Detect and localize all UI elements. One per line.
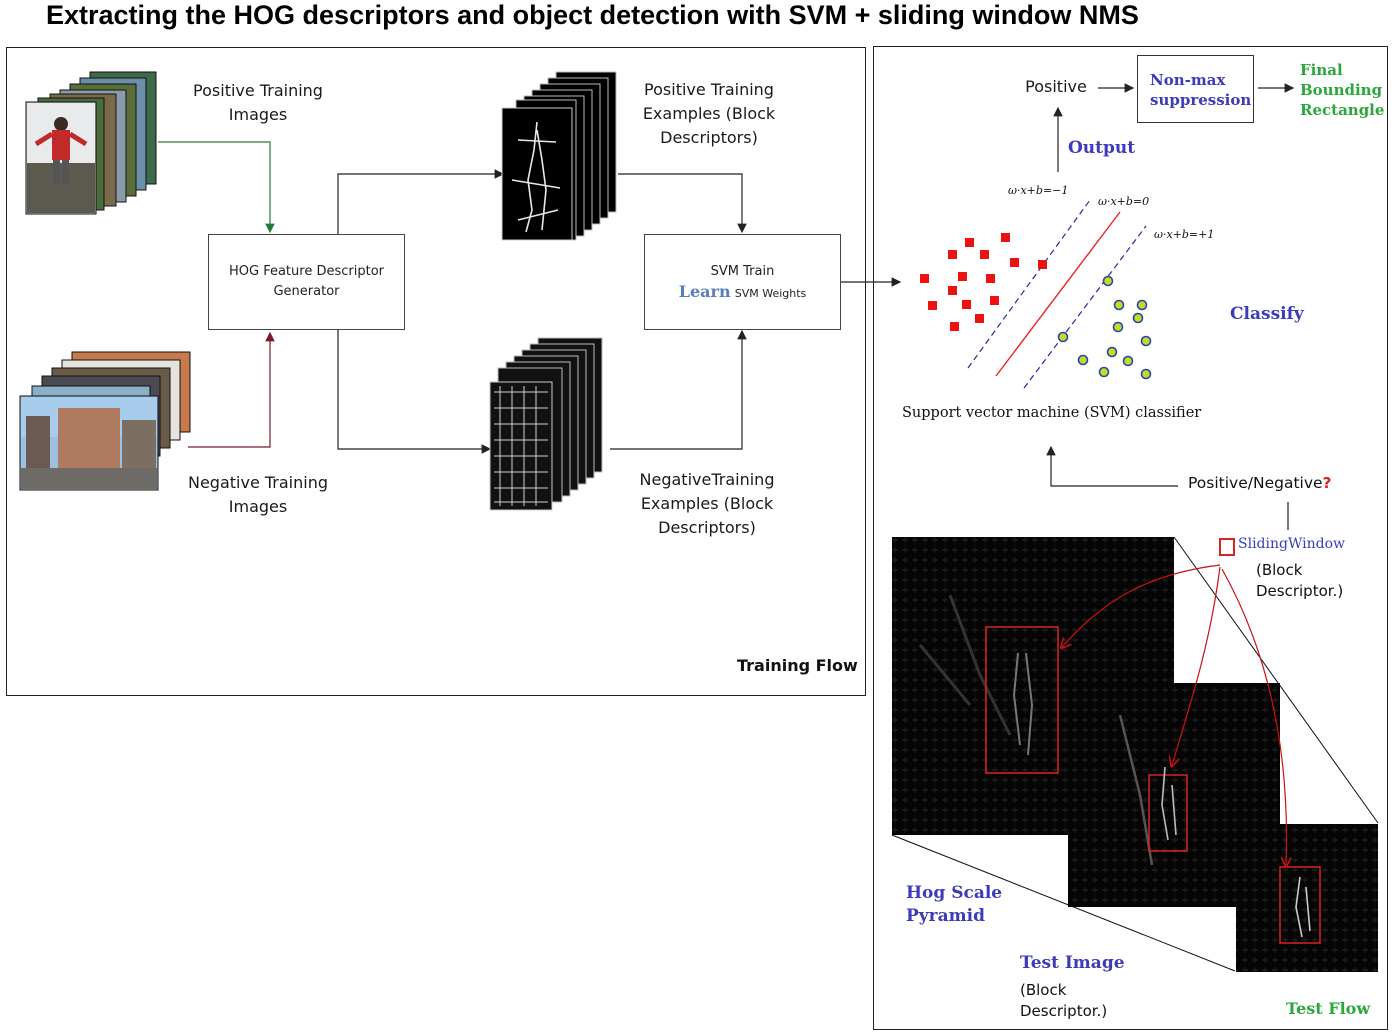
svm-weights-text: SVM Weights [734, 287, 807, 300]
negative-training-images-label: Negative Training Images [178, 471, 338, 519]
negative-examples-line3: Descriptors) [658, 518, 756, 537]
hog-generator-box: HOG Feature Descriptor Generator [208, 234, 405, 330]
positive-examples-label: Positive Training Examples (Block Descri… [624, 78, 794, 150]
final-line1: Final [1300, 61, 1343, 79]
positive-training-images-text: Positive Training Images [193, 81, 323, 124]
output-label: Output [1068, 138, 1136, 158]
hog-box-line2: Generator [273, 284, 340, 299]
positive-training-images [25, 71, 157, 215]
positive-examples-line3: Descriptors) [660, 128, 758, 147]
positive-negative-label: Positive/Negative? [1188, 474, 1332, 492]
sliding-window-label: SlidingWindow [1238, 536, 1345, 552]
sliding-window-marker [1219, 538, 1235, 556]
negative-training-images-text: Negative Training Images [187, 473, 329, 516]
negative-examples-line2: Examples (Block [640, 494, 774, 513]
block-desc-line1: (Block [1256, 561, 1303, 579]
svm-learn-text: Learn [678, 282, 731, 301]
test-block-line2: Descriptor.) [1020, 1002, 1108, 1020]
positive-examples-line2: Examples (Block [642, 104, 776, 123]
svm-train-line1: SVM Train [710, 264, 775, 279]
question-mark: ? [1322, 474, 1332, 492]
hog-scale-pyramid-label: Hog Scale Pyramid [906, 882, 1002, 928]
negative-examples-line1: NegativeTraining [639, 470, 775, 489]
classify-label: Classify [1230, 304, 1304, 324]
positive-output-label: Positive [1025, 77, 1087, 96]
svm-class-points [920, 233, 1152, 380]
pyramid-line1: Hog Scale [906, 883, 1003, 903]
equation-minus-one: ω·x+b=−1 [1008, 184, 1069, 197]
test-block-line1: (Block [1020, 981, 1067, 999]
final-line3: Rectangle [1300, 101, 1385, 119]
pyramid-line2: Pyramid [906, 906, 985, 926]
test-image-block-desc: (Block Descriptor.) [1020, 980, 1107, 1022]
training-flow-panel [6, 47, 866, 696]
final-line2: Bounding [1300, 81, 1383, 99]
negative-examples-label: NegativeTraining Examples (Block Descrip… [622, 468, 792, 540]
block-desc-line2: Descriptor.) [1256, 582, 1344, 600]
final-bounding-rectangle: Final Bounding Rectangle [1300, 60, 1384, 120]
positive-negative-text: Positive/Negative [1188, 474, 1323, 492]
test-flow-panel [873, 46, 1388, 1030]
equation-plus-one: ω·x+b=+1 [1154, 228, 1215, 241]
svm-caption: Support vector machine (SVM) classifier [902, 405, 1202, 421]
nms-line2: suppression [1150, 91, 1252, 109]
test-flow-label: Test Flow [1286, 999, 1371, 1018]
positive-examples-line1: Positive Training [644, 80, 774, 99]
negative-training-images [19, 351, 191, 491]
svm-train-box: SVM Train Learn SVM Weights [644, 234, 841, 330]
test-image-label: Test Image [1020, 953, 1125, 973]
nms-box: Non-max suppression [1137, 55, 1254, 123]
hog-scale-pyramid [891, 536, 1379, 972]
positive-training-images-label: Positive Training Images [178, 79, 338, 127]
hog-box-line1: HOG Feature Descriptor [228, 264, 384, 279]
training-flow-label: Training Flow [737, 656, 858, 675]
sliding-window-block-desc: (Block Descriptor.) [1256, 560, 1343, 602]
equation-zero: ω·x+b=0 [1098, 195, 1150, 208]
page-title: Extracting the HOG descriptors and objec… [46, 0, 1139, 30]
negative-descriptor-stack [489, 337, 603, 511]
nms-line1: Non-max [1150, 71, 1226, 89]
positive-descriptor-stack [501, 71, 617, 241]
